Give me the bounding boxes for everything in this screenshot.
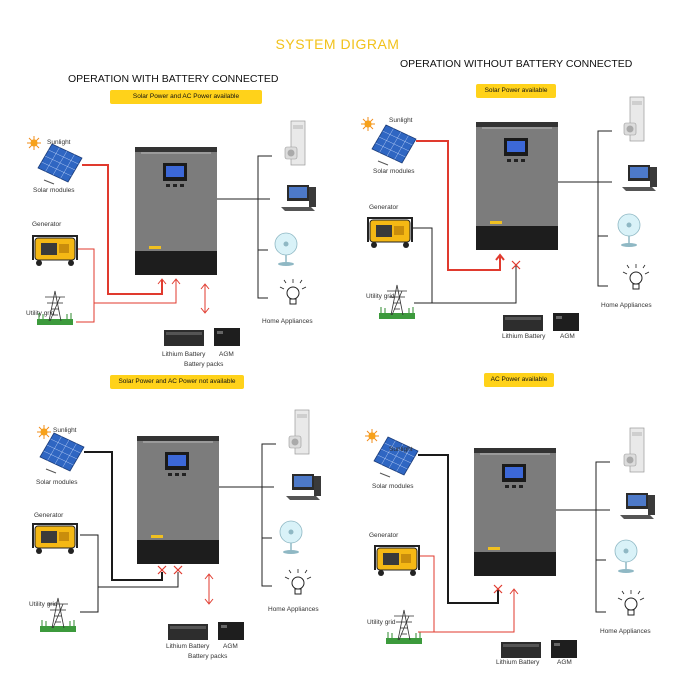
panel1-solar-label: Solar modules [33,187,75,194]
panel3-grid-label: Utility grid [29,601,58,608]
panel3-badge: Solar Power and AC Power not available [110,375,244,389]
panel4-bulb-icon [617,589,645,616]
panel2-generator-label: Generator [369,204,399,211]
panel3-lithium-label: Lithium Battery [166,643,210,650]
panel1-bulb-icon [279,278,307,305]
panel4-solar-panel-icon [373,436,419,478]
panel4-battery-icon [501,640,577,658]
panel4-sunlight-label: Sunlight [389,446,413,453]
panel3-bulb-icon [284,568,312,595]
panel1-grid-label: Utility grid [26,310,55,317]
panel2-air-conditioner-icon [623,96,645,142]
panel4-grid-label: Utility grid [367,619,396,626]
panel4-generator-icon [374,545,420,577]
panel3-sunlight-label: Sunlight [53,427,77,434]
panel2-battery-icon [503,313,579,331]
panel4-computer-icon [620,493,655,519]
panel1-sunlight-label: Sunlight [47,139,71,146]
panel1-air-conditioner-icon [284,120,306,166]
panel4-generator-label: Generator [369,532,399,539]
panel4-sun-icon [364,428,380,444]
panel2-bulb-icon [622,263,650,290]
panel2-solar-panel-icon [371,124,417,166]
panel1-diagram [26,120,316,346]
panel1-lithium-label: Lithium Battery [162,351,206,358]
panel1-inverter-icon [135,147,217,275]
panel4-badge: AC Power available [484,373,554,387]
panel4-solar-label: Solar modules [372,483,414,490]
panel1-heading: OPERATION WITH BATTERY CONNECTED [68,73,279,85]
panel4-lithium-label: Lithium Battery [496,659,540,666]
panel1-sun-icon [26,135,42,151]
panel1-appliances-label: Home Appliances [262,318,313,325]
panel3-computer-icon [286,474,321,500]
panel1-generator-icon [32,235,78,267]
panel1-battery-packs-label: Battery packs [184,361,224,368]
panel2-fan-icon [617,213,641,248]
panel2-agm-label: AGM [560,333,575,340]
panel2-inverter-icon [476,122,558,250]
panel3-inverter-icon [137,436,219,564]
panel2-solar-label: Solar modules [373,168,415,175]
panel3-battery-packs-label: Battery packs [188,653,228,660]
panel3-diagram [32,409,321,640]
panel3-appliances-label: Home Appliances [268,606,319,613]
panel4-utility-tower-icon [385,609,423,645]
panel3-solar-label: Solar modules [36,479,78,486]
panel1-computer-icon [281,185,316,211]
panel2-appliances-label: Home Appliances [601,302,652,309]
panel3-battery-icon [168,622,244,640]
panel3-fan-icon [279,520,303,555]
panel3-agm-label: AGM [223,643,238,650]
panel2-lithium-label: Lithium Battery [502,333,546,340]
panel3-air-conditioner-icon [288,409,310,455]
panel1-fan-icon [274,232,298,267]
panel1-generator-label: Generator [32,221,62,228]
panel1-solar-panel-icon [37,143,83,185]
panel4-air-conditioner-icon [623,427,645,473]
panel2-sun-icon [360,116,376,132]
panel2-heading: OPERATION WITHOUT BATTERY CONNECTED [400,58,633,70]
panel3-generator-label: Generator [34,512,64,519]
panel2-sunlight-label: Sunlight [389,117,413,124]
panel2-utility-tower-icon [378,284,416,320]
panel3-generator-icon [32,523,78,555]
panel2-generator-icon [367,217,413,249]
panel2-grid-label: Utility grid [366,293,395,300]
panel1-badge: Solar Power and AC Power available [110,90,262,104]
panel3-solar-panel-icon [39,432,85,474]
panel2-diagram [360,96,657,331]
panel2-badge: Solar Power available [476,84,556,98]
panel3-sun-icon [36,424,52,440]
diagram-title: SYSTEM DIGRAM [275,36,400,52]
panel4-inverter-icon [474,448,556,576]
panel1-utility-tower-icon [36,290,74,326]
panel2-computer-icon [622,165,657,191]
panel1-agm-label: AGM [219,351,234,358]
panel4-appliances-label: Home Appliances [600,628,651,635]
panel1-battery-icon [164,328,240,346]
panel4-fan-icon [614,539,638,574]
panel4-diagram [364,427,655,658]
panel4-agm-label: AGM [557,659,572,666]
